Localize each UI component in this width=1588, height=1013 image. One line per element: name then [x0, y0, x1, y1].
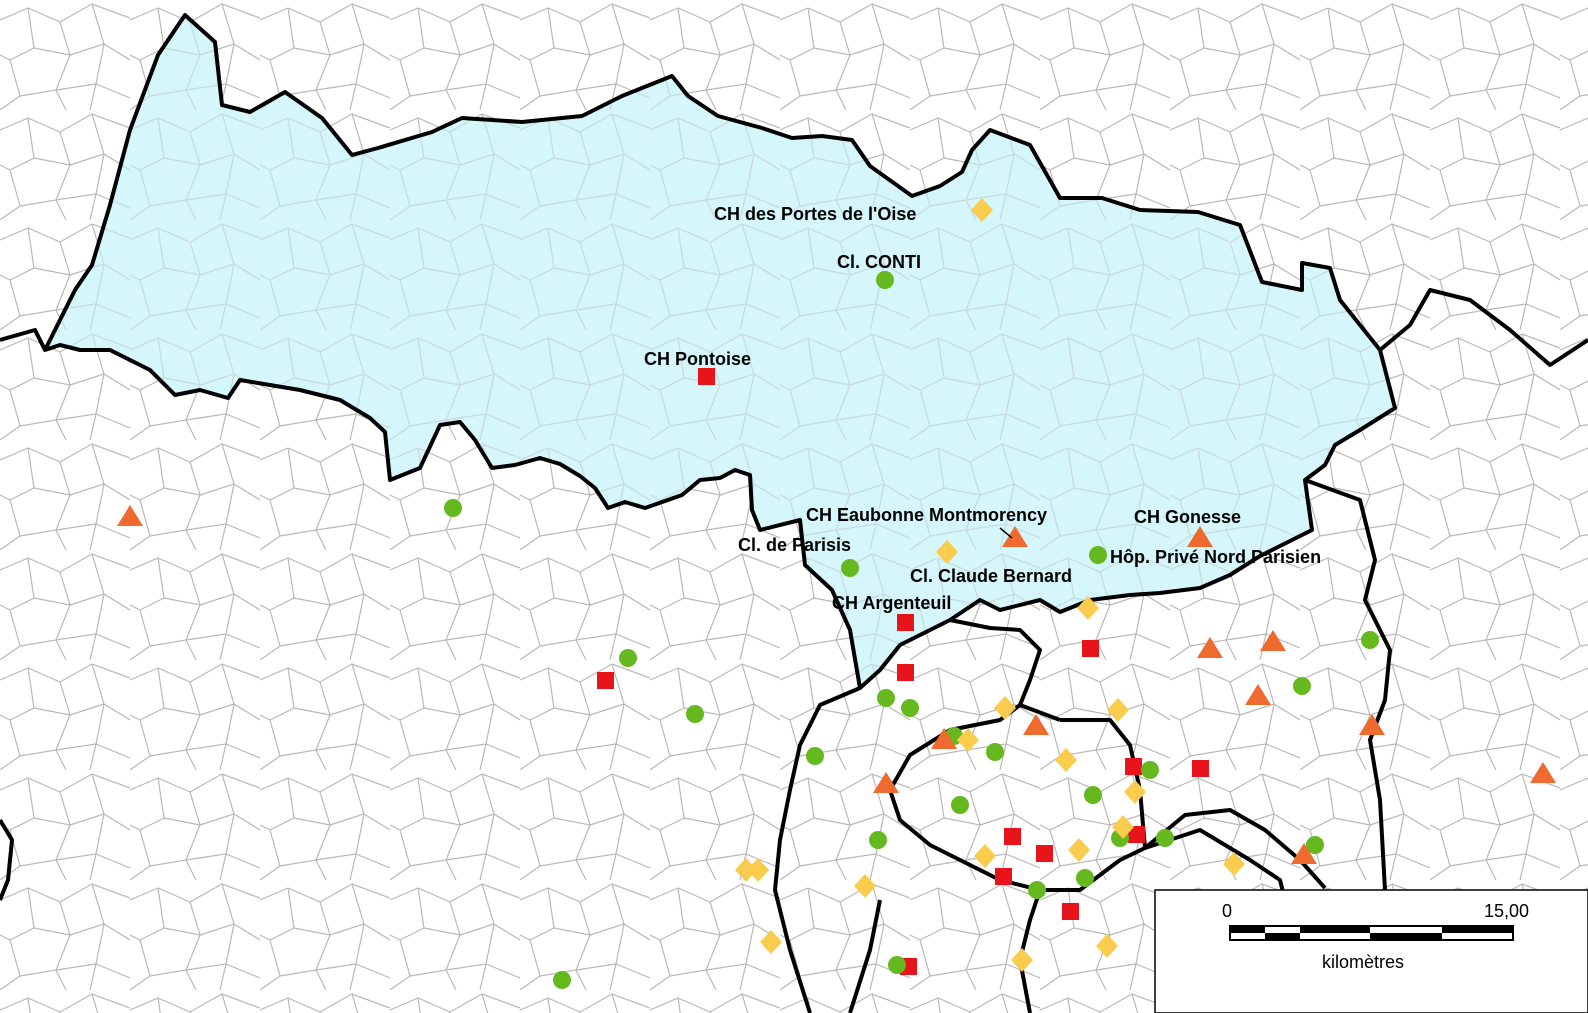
marker-circle[interactable] [951, 796, 969, 814]
marker-diamond[interactable] [1055, 748, 1077, 772]
marker-diamond[interactable] [747, 858, 769, 882]
marker-diamond[interactable] [1107, 698, 1129, 722]
marker-circle[interactable] [1084, 786, 1102, 804]
marker-square[interactable] [897, 614, 914, 631]
marker-circle[interactable] [888, 956, 906, 974]
marker-circle[interactable] [841, 559, 859, 577]
scale-seg [1370, 933, 1442, 940]
marker-square[interactable] [597, 672, 614, 689]
marker-diamond[interactable] [1011, 948, 1033, 972]
marker-circle[interactable] [901, 699, 919, 717]
marker-circle[interactable] [686, 705, 704, 723]
marker-diamond[interactable] [957, 728, 979, 752]
marker-square[interactable] [1082, 640, 1099, 657]
marker-circle[interactable] [1293, 677, 1311, 695]
border-west [0, 328, 47, 351]
marker-diamond[interactable] [1223, 852, 1245, 876]
marker-square[interactable] [1062, 903, 1079, 920]
marker-circle[interactable] [1306, 836, 1324, 854]
border-paris-east [1060, 718, 1147, 849]
label-leader-line [999, 527, 1013, 539]
marker-triangle[interactable] [117, 505, 143, 526]
label-hop-prive: Hôp. Privé Nord Parisien [1110, 547, 1321, 567]
marker-diamond[interactable] [1112, 815, 1134, 839]
label-ch-argenteuil: CH Argenteuil [832, 593, 951, 613]
scale-seg [1265, 933, 1300, 940]
marker-triangle[interactable] [931, 728, 957, 749]
marker-circle[interactable] [1076, 869, 1094, 887]
border-paris-south [1018, 889, 1042, 1013]
val-doise-border [43, 13, 1397, 690]
hospital-labels: CH des Portes de l'Oise Cl. CONTI CH Pon… [644, 204, 1321, 613]
label-cl-claude-bernard: Cl. Claude Bernard [910, 566, 1072, 586]
marker-circle[interactable] [877, 689, 895, 707]
border-south-west [848, 899, 882, 1013]
border-west-edge [0, 818, 14, 901]
marker-triangle[interactable] [1260, 630, 1286, 651]
marker-diamond[interactable] [1068, 838, 1090, 862]
marker-square[interactable] [897, 664, 914, 681]
marker-diamond[interactable] [971, 198, 993, 222]
marker-diamond[interactable] [994, 696, 1016, 720]
marker-circle[interactable] [1089, 546, 1107, 564]
department-borders [0, 288, 1588, 1013]
marker-circle[interactable] [986, 743, 1004, 761]
hospital-markers [117, 198, 1556, 989]
marker-diamond[interactable] [1077, 596, 1099, 620]
marker-diamond[interactable] [1096, 934, 1118, 958]
scale-start-label: 0 [1222, 901, 1232, 921]
scale-unit-label: kilomètres [1322, 952, 1404, 972]
marker-triangle[interactable] [1187, 526, 1213, 547]
label-ch-gonesse: CH Gonesse [1134, 507, 1241, 527]
marker-square[interactable] [1036, 845, 1053, 862]
marker-circle[interactable] [869, 831, 887, 849]
marker-square[interactable] [698, 368, 715, 385]
marker-circle[interactable] [444, 499, 462, 517]
marker-diamond[interactable] [760, 930, 782, 954]
marker-square[interactable] [1004, 828, 1021, 845]
marker-diamond[interactable] [936, 540, 958, 564]
label-cl-conti: Cl. CONTI [837, 252, 921, 272]
marker-circle[interactable] [1028, 881, 1046, 899]
marker-diamond[interactable] [1124, 780, 1146, 804]
marker-circle[interactable] [553, 971, 571, 989]
border-hauts-de-seine [773, 686, 861, 1013]
marker-triangle[interactable] [1245, 684, 1271, 705]
border-paris-north [888, 703, 1327, 892]
scale-bar: 0 15,00 kilomètres [1154, 889, 1588, 1013]
marker-triangle[interactable] [1023, 714, 1049, 735]
marker-circle[interactable] [806, 747, 824, 765]
scale-seg [1442, 926, 1513, 933]
marker-triangle[interactable] [1530, 762, 1556, 783]
marker-circle[interactable] [619, 649, 637, 667]
label-ch-portes-oise: CH des Portes de l'Oise [714, 204, 916, 224]
border-east [1378, 288, 1588, 367]
marker-square[interactable] [1128, 826, 1145, 843]
label-ch-eaubonne: CH Eaubonne Montmorency [806, 505, 1047, 525]
marker-circle[interactable] [1156, 829, 1174, 847]
marker-circle[interactable] [1141, 761, 1159, 779]
scale-box [1154, 889, 1588, 1013]
marker-triangle[interactable] [1291, 843, 1317, 864]
scale-end-label: 15,00 [1484, 901, 1529, 921]
marker-triangle[interactable] [1197, 637, 1223, 658]
marker-square[interactable] [1125, 758, 1142, 775]
scale-seg [1300, 926, 1370, 933]
marker-triangle[interactable] [873, 772, 899, 793]
label-cl-parisis: Cl. de Parisis [738, 535, 851, 555]
marker-circle[interactable] [1361, 631, 1379, 649]
marker-circle[interactable] [876, 271, 894, 289]
scale-seg [1230, 926, 1265, 933]
marker-diamond[interactable] [854, 874, 876, 898]
marker-square[interactable] [995, 868, 1012, 885]
marker-triangle[interactable] [1359, 714, 1385, 735]
border-east-south [1304, 478, 1392, 891]
marker-diamond[interactable] [974, 844, 996, 868]
marker-diamond[interactable] [735, 858, 757, 882]
label-ch-pontoise: CH Pontoise [644, 349, 751, 369]
marker-square[interactable] [1192, 760, 1209, 777]
marker-triangle[interactable] [1002, 526, 1028, 547]
